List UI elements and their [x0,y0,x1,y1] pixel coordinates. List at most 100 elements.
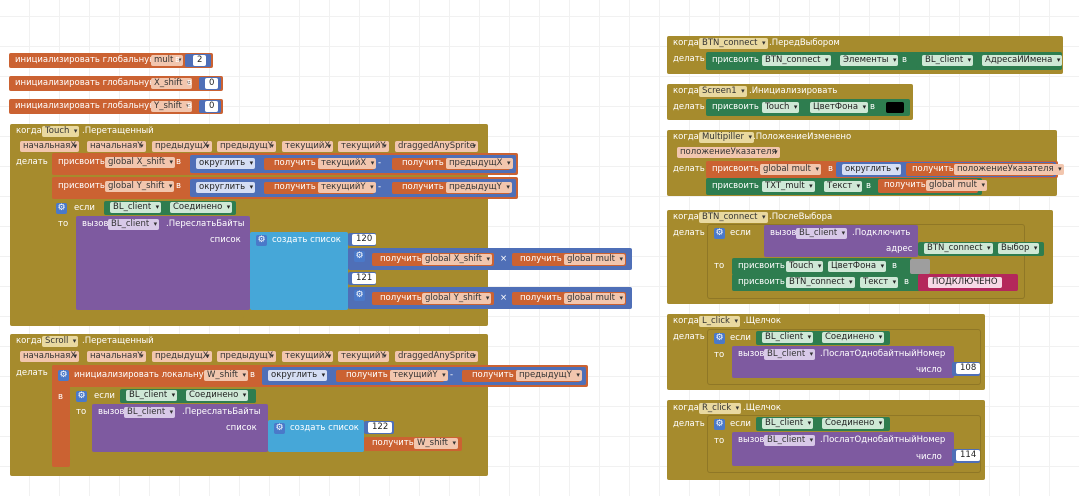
property-dropdown[interactable]: Соединено [822,332,885,343]
math-number-block[interactable]: 0 [199,100,221,113]
gear-icon[interactable]: ⚙ [76,391,87,402]
global-init-mult-block[interactable]: инициализировать глобальную mult в 2 [9,53,213,68]
number-value[interactable]: 0 [205,78,219,89]
component-getter-block[interactable]: BL_client Соединено [756,331,890,345]
math-number-block[interactable]: 114 [952,449,981,463]
number-value[interactable]: 114 [956,450,981,461]
round-dropdown[interactable]: округлить [196,182,256,193]
component-dropdown[interactable]: BTN_connect [924,243,993,254]
component-dropdown[interactable]: BL_client [762,332,814,343]
property-dropdown[interactable]: Текст [824,181,863,192]
component-dropdown[interactable]: Multipiller [699,132,754,143]
get-block[interactable]: получить W_shift [364,437,462,451]
global-var-name-field[interactable]: X_shift [151,78,193,89]
component-dropdown[interactable]: BL_client [126,390,178,401]
round-dropdown[interactable]: округлить [842,164,902,175]
number-value[interactable]: 120 [352,234,377,245]
event-param[interactable]: текущийX [282,141,334,152]
math-number-block[interactable]: 2 [185,54,211,67]
var-dropdown[interactable]: global mult [760,164,821,175]
component-dropdown[interactable]: BL_client [110,202,162,213]
component-dropdown[interactable]: BTN_connect [762,55,831,66]
component-dropdown[interactable]: BTN_connect [699,38,768,49]
event-param[interactable]: текущийY [338,351,389,362]
component-dropdown[interactable]: BL_client [796,228,848,239]
local-init-block[interactable] [52,365,70,467]
call-connect-block[interactable]: вызов BL_client .Подключить адрес [764,225,918,257]
get-var-dropdown[interactable]: текущийX [318,158,377,169]
get-var-dropdown[interactable]: текущийY [318,182,376,193]
gear-icon[interactable]: ⚙ [714,228,725,239]
component-getter-block[interactable]: BL_client Соединено [104,201,236,215]
get-block[interactable]: получить текущийX [264,158,377,170]
event-param[interactable]: текущийY [338,141,389,152]
get-var-dropdown[interactable]: предыдущY [446,182,512,193]
property-dropdown[interactable]: Элементы [840,55,899,66]
text-literal-value[interactable]: ПОДКЛЮЧЕНО [928,277,1002,288]
call-send-bytes-block[interactable]: вызов BL_client .ПереслатьБайты список [76,216,250,310]
event-param[interactable]: текущийX [282,351,334,362]
gear-icon[interactable]: ⚙ [256,235,267,246]
math-number-block[interactable]: 120 [348,233,377,246]
get-block[interactable]: получить global mult [512,292,626,305]
component-dropdown[interactable]: TXT_mult [762,181,815,192]
global-init-yshift-block[interactable]: инициализировать глобальную Y_shift в 0 [9,99,223,114]
set-component-prop-block[interactable]: присвоить Touch ЦветФона в [706,99,910,116]
event-param[interactable]: предыдущX [152,351,212,362]
get-var-dropdown[interactable]: W_shift [414,438,459,449]
global-init-xshift-block[interactable]: инициализировать глобальную X_shift в 0 [9,76,223,91]
gear-icon[interactable]: ⚙ [714,333,725,344]
component-dropdown[interactable]: BL_client [108,219,160,230]
round-dropdown[interactable]: округлить [268,370,328,381]
event-param[interactable]: draggedAnySprite [395,141,478,152]
make-list-block[interactable]: ⚙ создать список [250,232,348,310]
component-dropdown[interactable]: BTN_connect [699,212,768,223]
component-dropdown[interactable]: BL_client [922,55,974,66]
text-literal-block[interactable]: ПОДКЛЮЧЕНО [918,274,1018,291]
get-block[interactable]: получить предыдущX [392,158,513,170]
gear-icon[interactable]: ⚙ [56,203,67,214]
math-number-block[interactable]: 121 [348,272,377,285]
var-dropdown[interactable]: global Y_shift [105,181,175,192]
event-param[interactable]: draggedAnySprite [395,351,478,362]
number-value[interactable]: 121 [352,273,377,284]
component-dropdown[interactable]: Touch [786,261,824,272]
property-dropdown[interactable]: Текст [860,277,899,288]
event-param[interactable]: положениеУказателя [677,147,780,158]
gear-icon[interactable]: ⚙ [354,251,365,262]
math-number-block[interactable]: 108 [952,362,981,376]
get-block[interactable]: получить global X_shift [372,253,494,266]
component-getter-block[interactable]: BL_client АдресаИИмена [916,53,1063,68]
call-send-byte-block[interactable]: вызов BL_client .ПослатОднобайтныйНомер … [732,346,954,378]
get-var-dropdown[interactable]: global mult [564,293,625,304]
get-var-dropdown[interactable]: global X_shift [422,254,493,265]
gear-icon[interactable]: ⚙ [274,423,285,434]
get-var-dropdown[interactable]: global mult [926,180,987,191]
call-send-byte-block[interactable]: вызов BL_client .ПослатОднобайтныйНомер … [732,432,954,466]
gear-icon[interactable]: ⚙ [58,370,69,381]
get-var-dropdown[interactable]: положениеУказателя [954,164,1064,175]
event-param[interactable]: начальнаяX [20,351,80,362]
component-dropdown[interactable]: BTN_connect [786,277,855,288]
event-param[interactable]: начальнаяY [87,351,146,362]
event-param[interactable]: начальнаяX [20,141,80,152]
var-dropdown[interactable]: global X_shift [105,157,176,168]
number-value[interactable]: 2 [193,55,207,66]
property-dropdown[interactable]: Соединено [186,390,249,401]
global-var-name-field[interactable]: Y_shift [151,101,192,112]
local-var-name-field[interactable]: W_shift [204,370,249,381]
component-dropdown[interactable]: L_click [699,316,740,327]
global-var-name-field[interactable]: mult [151,55,184,66]
get-block[interactable]: получить положениеУказателя [906,163,1064,176]
math-number-block[interactable]: 0 [199,77,221,90]
get-block[interactable]: получить текущийY [336,370,448,382]
component-dropdown[interactable]: Scroll [42,336,79,347]
component-dropdown[interactable]: Touch [42,126,80,137]
number-value[interactable]: 108 [956,363,981,374]
event-param[interactable]: начальнаяY [87,141,146,152]
component-dropdown[interactable]: BL_client [124,407,176,418]
component-dropdown[interactable]: BL_client [762,418,814,429]
number-value[interactable]: 0 [205,101,219,112]
color-swatch-gray[interactable] [910,259,930,274]
property-dropdown[interactable]: АдресаИИмена [982,55,1063,66]
